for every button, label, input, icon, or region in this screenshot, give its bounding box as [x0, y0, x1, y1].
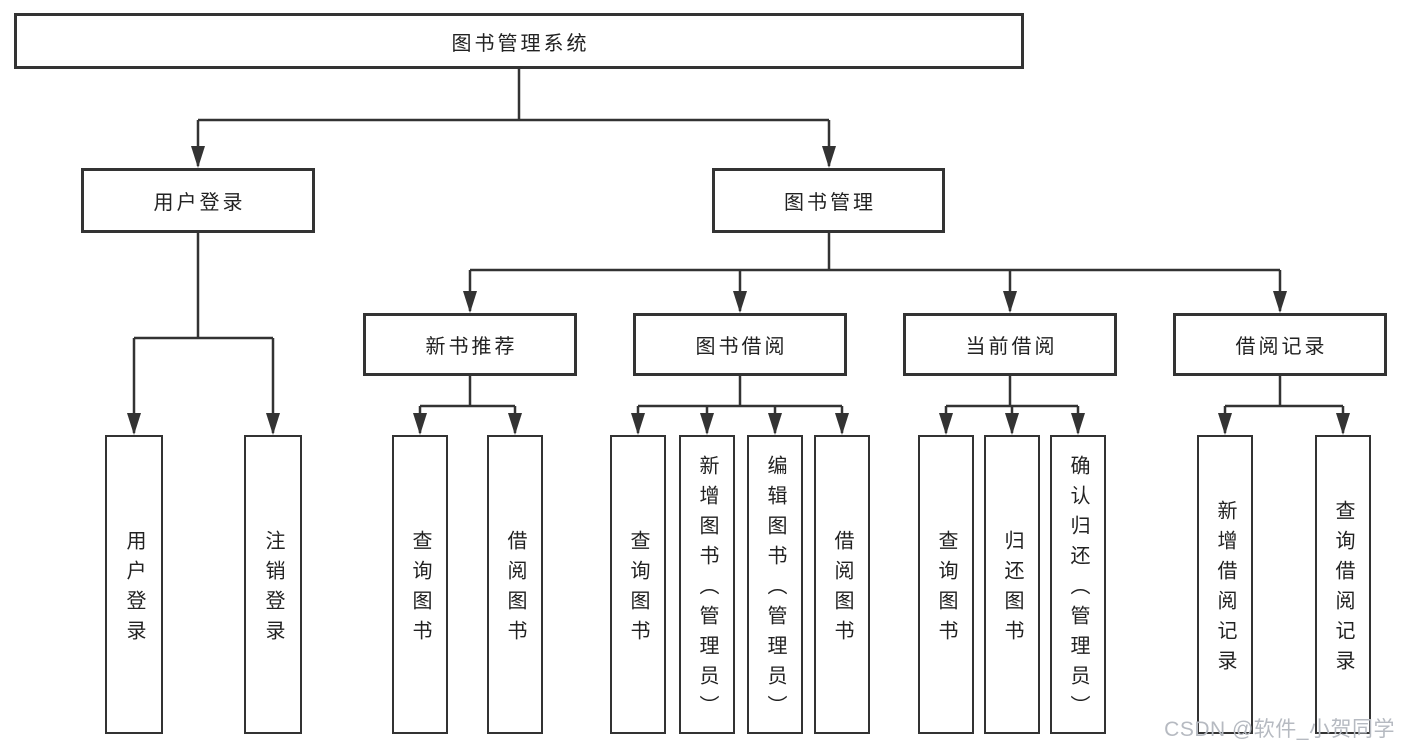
node-current-borrow: 当前借阅	[903, 313, 1117, 376]
leaf-label: 借阅图书	[831, 529, 853, 650]
leaf-query-books-2: 查询图书	[610, 435, 666, 734]
leaf-return-books: 归还图书	[984, 435, 1040, 734]
leaf-add-borrow-record: 新增借阅记录	[1197, 435, 1253, 734]
node-user-login: 用户登录	[81, 168, 315, 233]
leaf-label: 编辑图书（管理员）	[764, 454, 786, 725]
leaf-label: 新增图书（管理员）	[696, 454, 718, 725]
connector-current-borrow-children	[939, 376, 1085, 435]
connector-book-borrow-children	[631, 376, 849, 435]
leaf-confirm-return-admin: 确认归还（管理员）	[1050, 435, 1106, 734]
node-borrow-records: 借阅记录	[1173, 313, 1387, 376]
leaf-borrow-books-2: 借阅图书	[814, 435, 870, 734]
leaf-label: 借阅图书	[504, 529, 526, 650]
node-book-borrow: 图书借阅	[633, 313, 847, 376]
connector-root-to-level2	[191, 69, 836, 168]
leaf-logout: 注销登录	[244, 435, 302, 734]
connector-borrow-record-children	[1218, 376, 1350, 435]
node-new-book-recommend: 新书推荐	[363, 313, 577, 376]
leaf-label: 查询图书	[627, 529, 649, 650]
leaf-label: 新增借阅记录	[1214, 499, 1236, 680]
leaf-label: 用户登录	[123, 529, 145, 650]
leaf-query-books-3: 查询图书	[918, 435, 974, 734]
leaf-label: 查询图书	[409, 529, 431, 650]
connector-book-mgmt-to-level3	[463, 233, 1287, 313]
csdn-watermark: CSDN @软件_小贺同学	[1164, 718, 1395, 741]
leaf-borrow-books-1: 借阅图书	[487, 435, 543, 734]
leaf-label: 归还图书	[1001, 529, 1023, 650]
leaf-edit-books-admin: 编辑图书（管理员）	[747, 435, 803, 734]
leaf-query-books-1: 查询图书	[392, 435, 448, 734]
leaf-label: 查询借阅记录	[1332, 499, 1354, 680]
connector-new-book-children	[413, 376, 522, 435]
leaf-label: 确认归还（管理员）	[1067, 454, 1089, 725]
node-book-management: 图书管理	[712, 168, 945, 233]
connector-user-login-children	[127, 233, 280, 435]
leaf-label: 注销登录	[262, 529, 284, 650]
leaf-add-books-admin: 新增图书（管理员）	[679, 435, 735, 734]
leaf-user-login: 用户登录	[105, 435, 163, 734]
leaf-label: 查询图书	[935, 529, 957, 650]
leaf-query-borrow-record: 查询借阅记录	[1315, 435, 1371, 734]
node-root: 图书管理系统	[14, 13, 1024, 69]
